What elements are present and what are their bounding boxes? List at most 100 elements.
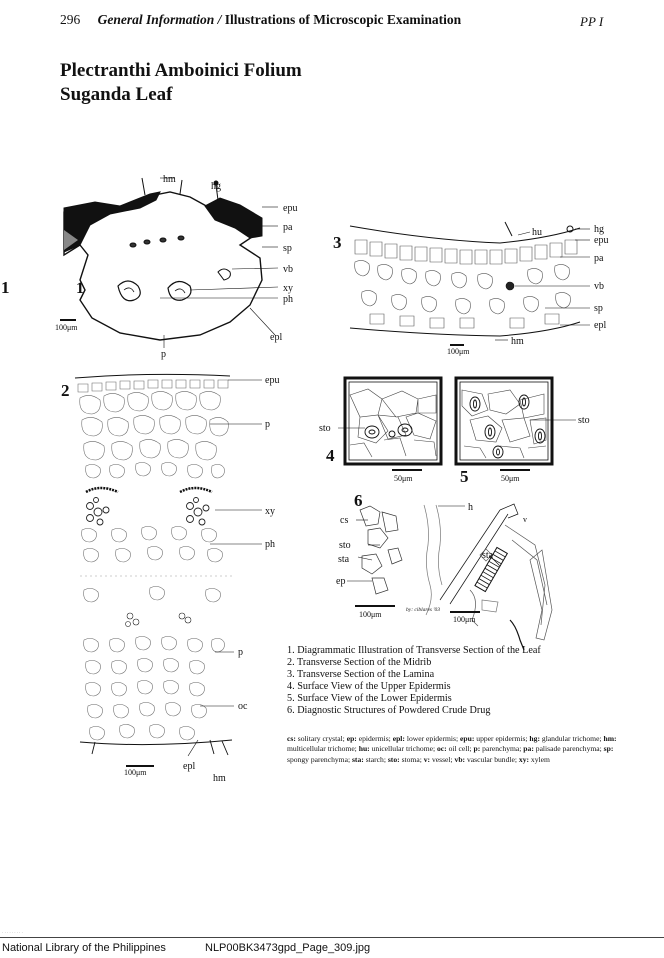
fig3-label-hu: hu bbox=[532, 227, 542, 238]
legend-entry: sta: starch; bbox=[352, 755, 386, 764]
fig1-label-xy: xy bbox=[283, 283, 293, 294]
fig3-scale: 100μm bbox=[447, 347, 470, 356]
legend-entry: vb: vascular bundle; bbox=[455, 755, 517, 764]
legend-abbr: xy: bbox=[518, 754, 530, 764]
figure-5 bbox=[454, 376, 576, 471]
legend-entry: xy: xylem bbox=[519, 755, 550, 764]
fig5-number: 5 bbox=[460, 467, 469, 486]
legend-abbr: v: bbox=[423, 754, 431, 764]
fig5-label-sto: sto bbox=[578, 415, 590, 426]
fig6-label-sta: sta bbox=[338, 554, 350, 565]
page-subtitle: Suganda Leaf bbox=[60, 84, 173, 105]
legend-definition: oil cell; bbox=[448, 744, 472, 754]
scan-note: · · · · · · · · · bbox=[2, 930, 23, 935]
fig2-label-ph: ph bbox=[265, 539, 275, 550]
fig6-credit: by: ciblares '03 bbox=[406, 607, 440, 613]
fig3-label-vb: vb bbox=[594, 281, 604, 292]
page-title: Plectranthi Amboinici Folium bbox=[60, 60, 302, 81]
fig2-label-epl: epl bbox=[183, 761, 195, 772]
fig3-label-hg: hg bbox=[594, 224, 604, 235]
legend-abbr: sta: bbox=[351, 754, 364, 764]
fig6-scale-2: 100μm bbox=[453, 615, 476, 624]
caption-2: 2. Transverse Section of the Midrib bbox=[287, 657, 432, 669]
fig2-number: 2 bbox=[61, 381, 70, 400]
fig2-label-xy: xy bbox=[265, 506, 275, 517]
fig3-number: 3 bbox=[333, 233, 342, 252]
legend-entry: ep: epidermis; bbox=[347, 734, 391, 743]
header-section: General Information / bbox=[97, 12, 222, 27]
legend-definition: lower epidermis; bbox=[406, 734, 459, 743]
figure-4 bbox=[338, 376, 443, 471]
legend-definition: parenchyma; bbox=[482, 744, 522, 754]
illustrations: 1 1 hm hg epu pa sp vb xy ph epl p 100μm bbox=[1, 174, 608, 784]
legend-definition: vascular bundle; bbox=[467, 754, 517, 764]
legend-definition: unicellular trichome; bbox=[371, 744, 436, 754]
legend-abbr: epu: bbox=[460, 734, 475, 743]
fig2-label-oc: oc bbox=[238, 701, 248, 712]
fig3-label-pa: pa bbox=[594, 253, 604, 264]
footer: National Library of the Philippines NLP0… bbox=[0, 937, 664, 958]
fig6-label-cs: cs bbox=[340, 515, 348, 526]
legend-abbr: oc: bbox=[436, 744, 447, 754]
fig3-label-epu: epu bbox=[594, 235, 608, 246]
legend-abbr: hg: bbox=[529, 734, 540, 743]
caption-5: 5. Surface View of the Lower Epidermis bbox=[287, 693, 452, 705]
fig1-label-epl: epl bbox=[270, 332, 282, 343]
abbreviation-legend: cs: solitary crystal; ep: epidermis; epl… bbox=[287, 734, 617, 765]
caption-6: 6. Diagnostic Structures of Powdered Cru… bbox=[287, 705, 491, 717]
legend-abbr: ep: bbox=[346, 734, 357, 743]
legend-entry: hm: multicellular trichome; bbox=[287, 734, 617, 753]
fig1-number: 1 bbox=[1, 278, 10, 297]
running-header: 296 General Information / Illustrations … bbox=[60, 12, 461, 28]
fig1-label-sp: sp bbox=[283, 243, 292, 254]
fig2-label-hm: hm bbox=[213, 773, 226, 784]
fig3-label-hm: hm bbox=[511, 336, 524, 347]
legend-entry: pa: palisade parenchyma; bbox=[523, 744, 601, 753]
figure-6 bbox=[347, 503, 553, 651]
fig6-label-v: v bbox=[523, 515, 527, 524]
fig2-label-p2: p bbox=[238, 647, 243, 658]
legend-entry: hu: unicellular trichome; bbox=[359, 744, 435, 753]
legend-abbr: sto: bbox=[387, 754, 400, 764]
fig1-label-ph: ph bbox=[283, 294, 293, 305]
fig1-label-hm: hm bbox=[163, 174, 176, 185]
caption-1: 1. Diagrammatic Illustration of Transver… bbox=[287, 645, 541, 656]
legend-abbr: p: bbox=[473, 744, 481, 754]
legend-abbr: pa: bbox=[523, 744, 534, 754]
legend-abbr: sp: bbox=[603, 744, 614, 754]
footer-library: National Library of the Philippines bbox=[2, 942, 166, 954]
fig4-scale: 50μm bbox=[394, 474, 413, 483]
legend-entry: oc: oil cell; bbox=[437, 744, 472, 753]
fig1-number-display: 1 bbox=[76, 280, 84, 297]
fig3-label-epl: epl bbox=[594, 320, 606, 331]
fig1-scale: 100μm bbox=[55, 323, 78, 332]
legend-entry: sp: spongy parenchyma; bbox=[287, 744, 613, 763]
legend-definition: solitary crystal; bbox=[297, 734, 345, 743]
legend-entry: sto: stoma; bbox=[388, 755, 422, 764]
legend-abbr: epl: bbox=[392, 734, 405, 743]
page-number: 296 bbox=[60, 12, 81, 27]
legend-abbr: vb: bbox=[454, 754, 466, 764]
legend-entry: v: vessel; bbox=[424, 755, 453, 764]
legend-definition: stoma; bbox=[401, 754, 422, 764]
fig6-scale-1: 100μm bbox=[359, 610, 382, 619]
legend-definition: xylem bbox=[530, 754, 550, 764]
fig4-label-sto: sto bbox=[319, 423, 331, 434]
fig2-label-epu: epu bbox=[265, 375, 279, 386]
legend-abbr: cs: bbox=[287, 734, 296, 743]
legend-definition: epidermis; bbox=[358, 734, 391, 743]
fig3-label-sp: sp bbox=[594, 303, 603, 314]
figure-2 bbox=[74, 373, 262, 767]
legend-abbr: hu: bbox=[358, 744, 370, 754]
header-subsection: Illustrations of Microscopic Examination bbox=[224, 12, 462, 27]
fig1-label-pa: pa bbox=[283, 222, 293, 233]
fig6-label-sto: sto bbox=[339, 540, 351, 551]
fig1-label-epu: epu bbox=[283, 203, 297, 214]
legend-definition: starch; bbox=[365, 754, 386, 764]
legend-entry: epu: upper epidermis; bbox=[460, 734, 528, 743]
legend-definition: spongy parenchyma; bbox=[287, 754, 351, 764]
footer-file: NLP00BK3473gpd_Page_309.jpg bbox=[205, 942, 371, 954]
fig1-label-hg: hg bbox=[211, 181, 221, 192]
legend-entry: cs: solitary crystal; bbox=[287, 734, 345, 743]
figure-captions: 1. Diagrammatic Illustration of Transver… bbox=[287, 645, 541, 718]
